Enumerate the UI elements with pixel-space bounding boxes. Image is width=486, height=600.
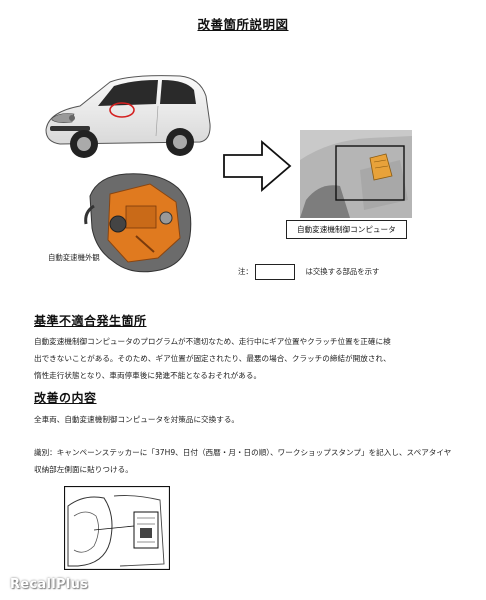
section-body-nonconformity: 自動変速機制御コンピュータのプログラムが不適切なため、走行中にギア位置やクラッチ… xyxy=(34,333,454,384)
body-line: 収納部左側面に貼りつける。 xyxy=(34,465,133,474)
section-heading-nonconformity: 基準不適合発生箇所 xyxy=(34,314,147,328)
note-suffix: は交換する部品を示す xyxy=(305,267,380,276)
body-line: 出できないことがある。そのため、ギア位置が固定されたり、最悪の場合、クラッチの締… xyxy=(34,354,391,363)
transmission-caption: 自動変速機外観 xyxy=(48,253,100,262)
body-line: 自動変速機制御コンピュータのプログラムが不適切なため、走行中にギア位置やクラッチ… xyxy=(34,337,391,346)
ecu-caption: 自動変速機制御コンピュータ xyxy=(286,220,407,239)
car-image xyxy=(45,75,211,158)
transmission-image xyxy=(84,173,192,273)
arrow-icon xyxy=(223,140,292,192)
note-prefix: 注： xyxy=(238,267,253,276)
body-line: 全車両、自動変速機制御コンピュータを対策品に交換する。 xyxy=(34,415,240,424)
identification-text: 識別：キャンペーンステッカーに「37H9、日付（西暦・月・日の順）、ワークショッ… xyxy=(34,444,454,478)
ecu-location-image xyxy=(300,130,412,218)
body-line: 惰性走行状態となり、車両停車後に発進不能となるおそれがある。 xyxy=(34,371,262,380)
watermark: RecallPlus xyxy=(10,577,89,592)
body-line: 識別：キャンペーンステッカーに「37H9、日付（西暦・月・日の順）、ワークショッ… xyxy=(34,448,452,457)
replacement-note: 注： は交換する部品を示す xyxy=(238,264,379,280)
page-title: 改善箇所説明図 xyxy=(197,17,289,32)
note-box-sample xyxy=(255,264,296,280)
sticker-location-diagram xyxy=(64,486,170,570)
section-body-remedy: 全車両、自動変速機制御コンピュータを対策品に交換する。 xyxy=(34,411,454,428)
section-heading-remedy: 改善の内容 xyxy=(34,391,97,405)
